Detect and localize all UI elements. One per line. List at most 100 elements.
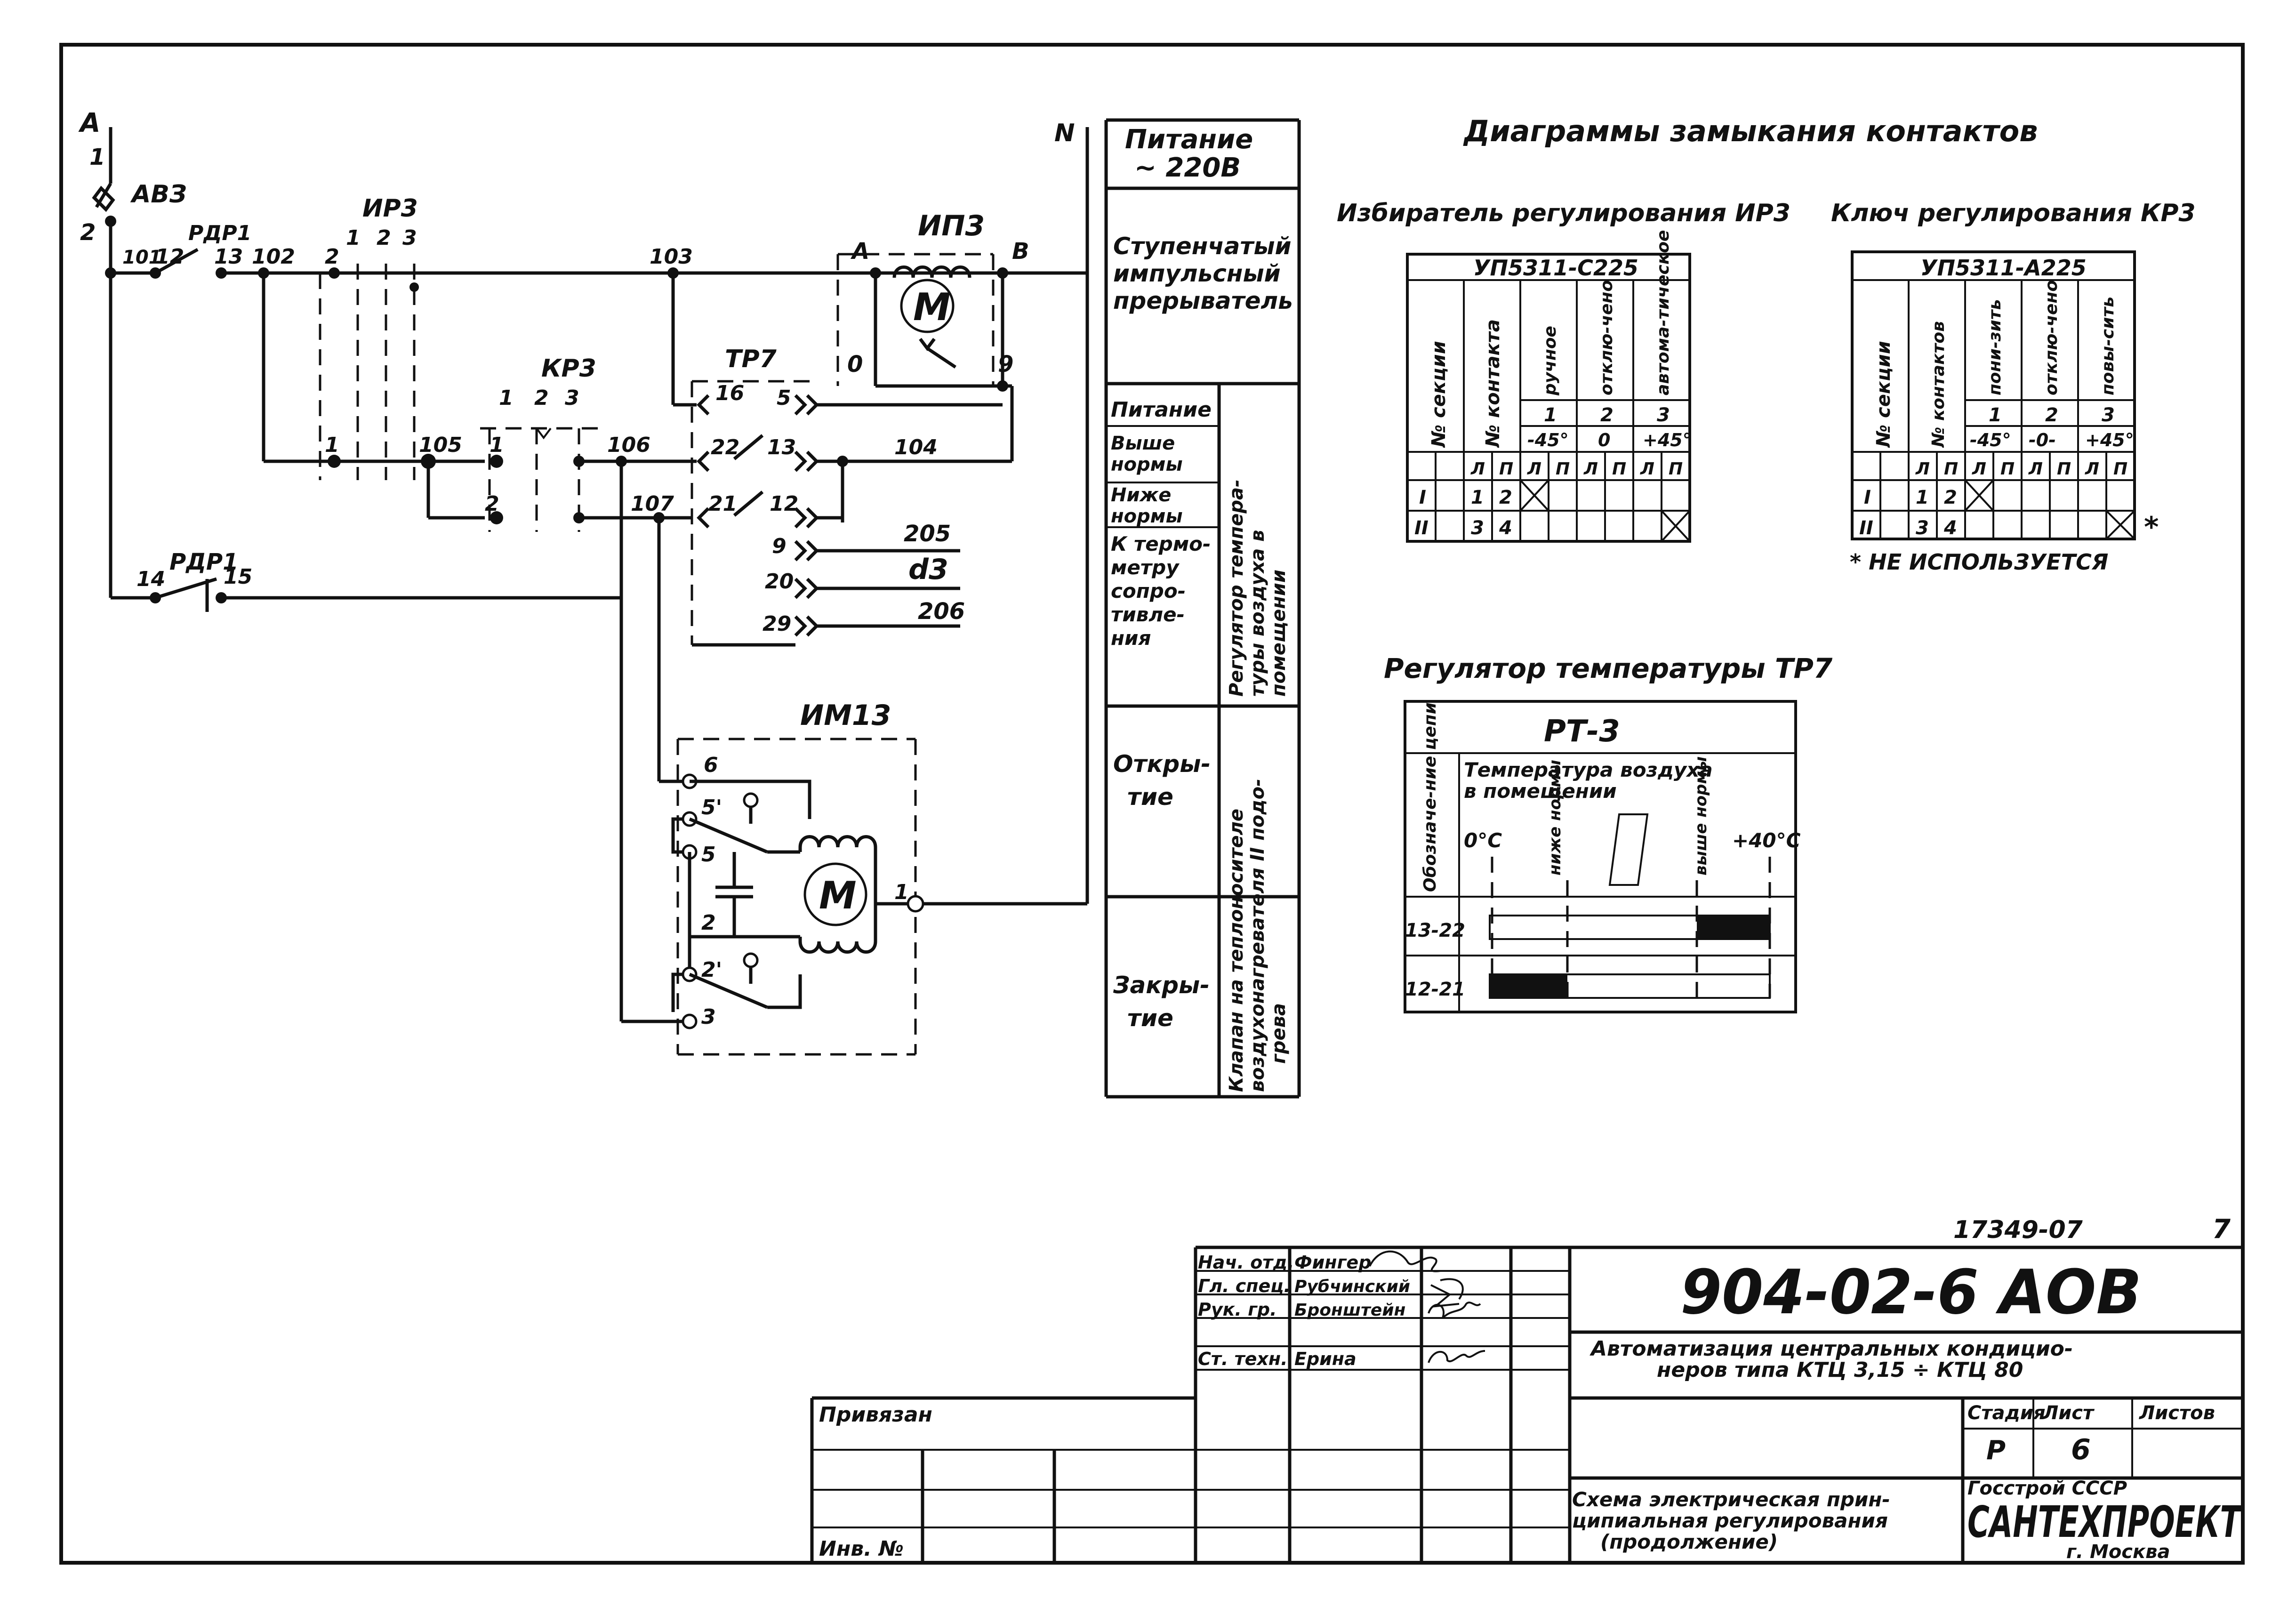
- sheets-label: Листов: [2139, 1402, 2215, 1424]
- inv-label: Инв. №: [819, 1537, 904, 1561]
- kr3-pos-3: 3: [565, 386, 579, 410]
- kr3-model: УП5311-А225: [1920, 255, 2087, 281]
- signature-2: [1430, 1278, 1464, 1308]
- im13-3: 3: [701, 1005, 716, 1029]
- ip3-label: ИП3: [918, 209, 985, 242]
- ir3-table-title: Избиратель регулирования ИР3: [1337, 199, 1790, 227]
- kr3-lr-l4: Л: [2085, 459, 2099, 479]
- tr7-row-13-22: 13-22: [1405, 920, 1465, 941]
- neutral-label: N: [1054, 119, 1075, 147]
- im13-motor: M: [819, 874, 857, 917]
- kr3-lr-l1: Л: [1915, 459, 1930, 479]
- staff-role-4: Ст. техн.: [1198, 1349, 1288, 1369]
- side-column: Питание ~ 220В Ступенчатый импульсный пр…: [1104, 118, 1301, 1099]
- staff-role-3: Рук. гр.: [1198, 1299, 1277, 1320]
- signature-1: [1369, 1250, 1441, 1272]
- ir3-model: УП5311-С225: [1473, 255, 1638, 281]
- tr7-table-title: Регулятор температуры ТР7: [1384, 652, 1833, 684]
- ir3-angle-2: 0: [1598, 430, 1610, 450]
- tr7-22: 22: [711, 435, 739, 459]
- im13-2p: 2': [701, 958, 722, 982]
- title-block: 17349-07 7 904-02-6 АОВ Автоматизация це…: [810, 1214, 2243, 1563]
- ir3-label: ИР3: [362, 194, 418, 223]
- im13-2: 2: [701, 911, 716, 935]
- ir3-posnum-3: 3: [1657, 404, 1670, 426]
- wire-205: 205: [904, 521, 951, 547]
- kr3-angle-3: +45°: [2085, 430, 2134, 450]
- project-code: 904-02-6 АОВ: [1680, 1256, 2142, 1328]
- kr3-pos-1: 1: [499, 386, 514, 410]
- project-desc: Автоматизация центральных кондицио- неро…: [1590, 1337, 2080, 1382]
- rdr1-15: 15: [224, 565, 252, 589]
- kr3-asterisk: *: [2144, 511, 2159, 544]
- tr7-scale-above: выше нормы: [1692, 756, 1710, 876]
- tr7-29: 29: [763, 612, 791, 636]
- ir3-lr-r3: П: [1612, 459, 1626, 479]
- kr3-lr-r2: П: [2000, 459, 2015, 479]
- ir3-pos-auto: автома-тическое: [1654, 230, 1673, 395]
- kr3-table: УП5311-А225 № секции № контактов пони-зи…: [1851, 250, 2159, 544]
- kr3-row2-c2: 4: [1943, 517, 1957, 539]
- wire-d3: d3: [908, 553, 948, 586]
- ir3-pos-off: отклю-чено: [1597, 280, 1616, 395]
- ip3-motor: M: [913, 285, 951, 329]
- ir3-col-contact: № контакта: [1482, 319, 1504, 448]
- org-ministry: Госстрой СССР: [1967, 1478, 2127, 1499]
- kr3-row1-c2: 2: [1944, 487, 1957, 508]
- wire-206: 206: [918, 598, 965, 625]
- wire-107: 107: [631, 492, 674, 516]
- stage-label: Стадия: [1967, 1402, 2046, 1424]
- sheet-frame: [59, 43, 2245, 1565]
- im13-5p: 5': [701, 795, 722, 820]
- breaker-label: АВЗ: [130, 180, 187, 209]
- wire-104: 104: [894, 435, 938, 459]
- ir3-row2-c1: 3: [1471, 517, 1484, 539]
- bound-label: Привязан: [819, 1403, 932, 1427]
- wire-13: 13: [214, 245, 243, 269]
- tr7-12: 12: [770, 492, 798, 516]
- ir3-row2-section: II: [1414, 517, 1429, 539]
- staff-name-3: Бронштейн: [1294, 1301, 1405, 1320]
- wire-102: 102: [252, 245, 295, 269]
- ir3-posnum-1: 1: [1544, 404, 1557, 426]
- tr7-21: 21: [708, 492, 737, 516]
- wire-103: 103: [650, 245, 693, 269]
- ip3-a: А: [850, 238, 869, 265]
- ir3-row2-c2: 4: [1499, 517, 1512, 539]
- tr7-20: 20: [765, 570, 794, 594]
- org-name: САНТЕХПРОЕКТ: [1967, 1497, 2242, 1547]
- wire-101: 101: [122, 247, 162, 268]
- tr7-header: Температура воздуха в помещении: [1464, 758, 1719, 803]
- tr7-5: 5: [777, 386, 791, 410]
- im13-label: ИМ13: [800, 699, 891, 732]
- side-close: Закры- тие: [1113, 972, 1218, 1032]
- ir3-lr-r1: П: [1499, 459, 1513, 479]
- sheet-label: Лист: [2042, 1402, 2095, 1424]
- tr7-row-12-21: 12-21: [1405, 979, 1465, 1000]
- ir3-pos-3: 3: [402, 226, 417, 250]
- ir3-pos-manual: ручное: [1541, 326, 1560, 396]
- wire-105: 105: [419, 433, 462, 457]
- kr3-pos-lower: пони-зить: [1985, 299, 2005, 395]
- kr3-footnote: * НЕ ИСПОЛЬЗУЕТСЯ: [1850, 549, 2108, 575]
- ir3-row1-c1: 1: [1471, 487, 1484, 508]
- kr3-in-1: 1: [490, 433, 504, 457]
- kr3-table-title: Ключ регулирования КР3: [1831, 199, 2196, 227]
- kr3-angle-2: -0-: [2029, 430, 2056, 450]
- ir3-lr-l1: Л: [1470, 459, 1485, 479]
- kr3-row1-c1: 1: [1916, 487, 1929, 508]
- side-reg-power: Питание: [1111, 398, 1212, 422]
- kr3-posnum-1: 1: [1989, 404, 2002, 426]
- ir3-angle-1: -45°: [1527, 430, 1569, 450]
- tr7-scale-0: 0°C: [1464, 829, 1502, 852]
- kr3-posnum-2: 2: [2045, 404, 2058, 426]
- side-valve-title: Клапан на теплоносителе воздухонагревате…: [1226, 772, 1290, 1092]
- phase-a-label: A: [78, 108, 100, 138]
- ip3-0: 0: [847, 351, 863, 378]
- staff-name-4: Ерина: [1294, 1349, 1357, 1369]
- doc-code: 17349-07: [1953, 1216, 2083, 1244]
- ir3-row1-section: I: [1419, 487, 1426, 508]
- ir3-col-section: № секции: [1428, 341, 1450, 448]
- kr3-row2-c1: 3: [1916, 517, 1929, 539]
